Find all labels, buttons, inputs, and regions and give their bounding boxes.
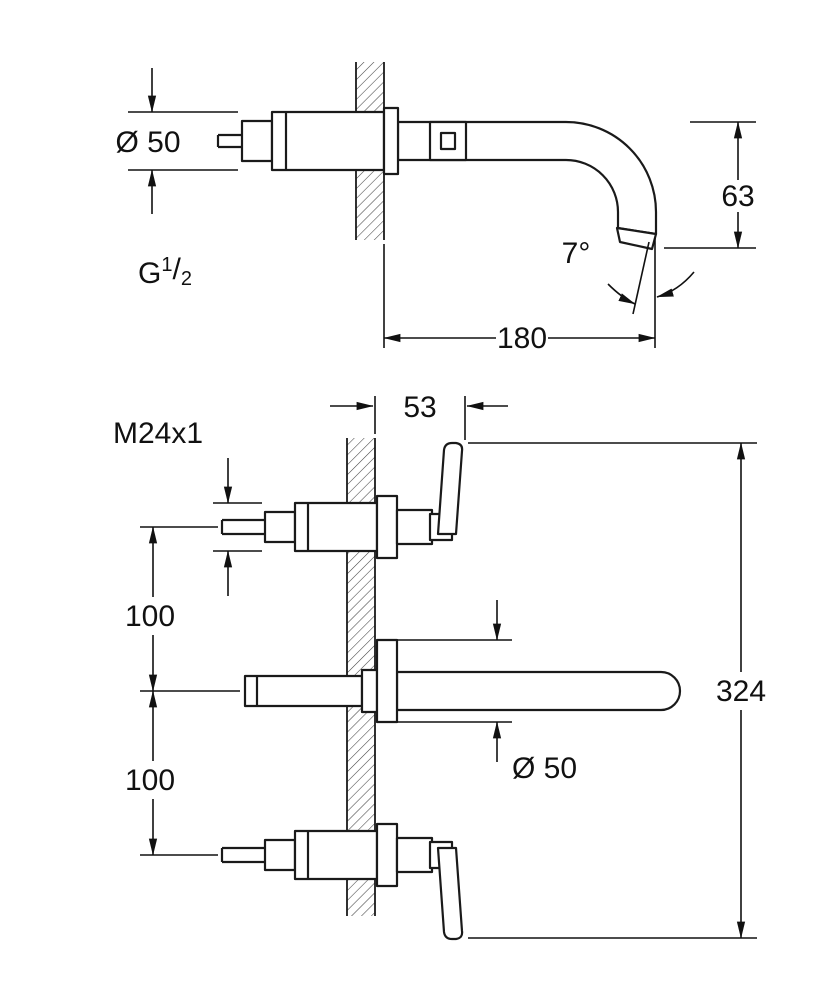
wall-depth-label: 53	[403, 391, 436, 424]
dim-inlet-thread: G1/2	[138, 253, 192, 290]
spout-side	[382, 106, 658, 251]
mounting-thread-label: M24x1	[113, 417, 203, 450]
side-view: Ø 50 G1/2 63 7° 180	[115, 62, 756, 355]
lower-valve	[220, 822, 464, 941]
valve-cap-side	[240, 119, 274, 163]
lower-valve-handle	[436, 846, 464, 941]
spout-tube	[395, 670, 682, 712]
dim-lower-spacing: 100	[125, 690, 218, 856]
overall-height-label: 324	[716, 675, 766, 708]
valve-sleeve	[395, 836, 434, 874]
body-diameter-label: Ø 50	[115, 126, 180, 159]
escutcheon-diameter-label: Ø 50	[512, 752, 577, 785]
dim-spout-drop: 63	[664, 121, 756, 249]
escutcheon-side	[382, 106, 400, 176]
angle-arc-right	[656, 271, 695, 298]
upper-spacing-label: 100	[125, 600, 175, 633]
spout-mount	[360, 668, 379, 714]
upper-valve	[220, 441, 464, 560]
valve-cap	[263, 510, 297, 544]
angle-arc-left	[607, 283, 636, 305]
dim-upper-spacing: 100	[125, 526, 240, 692]
upper-valve-handle	[436, 441, 464, 536]
setscrew-inner	[439, 131, 457, 151]
valve-escutcheon	[375, 494, 399, 560]
valve-sleeve	[395, 508, 434, 546]
dim-mounting-thread: M24x1	[113, 417, 262, 596]
spout-reach-label: 180	[497, 322, 547, 355]
dim-escutcheon-diameter: Ø 50	[397, 600, 577, 785]
dim-overall-height: 324	[468, 442, 766, 939]
valve-body-side	[216, 110, 386, 172]
front-view: 53 M24x1 100 100 Ø 50	[113, 391, 766, 941]
spout-drop-label: 63	[721, 180, 754, 213]
valve-escutcheon	[375, 822, 399, 888]
dim-wall-depth: 53	[330, 391, 508, 440]
spout-escutcheon-front	[375, 638, 399, 724]
lower-spacing-label: 100	[125, 764, 175, 797]
spout-concealed-body	[243, 674, 364, 708]
angled-reference-line	[632, 241, 650, 315]
dim-spout-reach: 180	[383, 244, 656, 355]
valve-cartridge-side	[270, 110, 386, 172]
spout-front	[243, 638, 682, 724]
spout-angle-label: 7°	[562, 237, 591, 270]
dim-body-diameter: Ø 50	[115, 68, 238, 214]
inlet-thread-label: G1/2	[138, 253, 192, 290]
dim-spout-angle: 7°	[562, 237, 695, 348]
valve-cap	[263, 838, 297, 872]
aerator-side	[615, 226, 658, 251]
